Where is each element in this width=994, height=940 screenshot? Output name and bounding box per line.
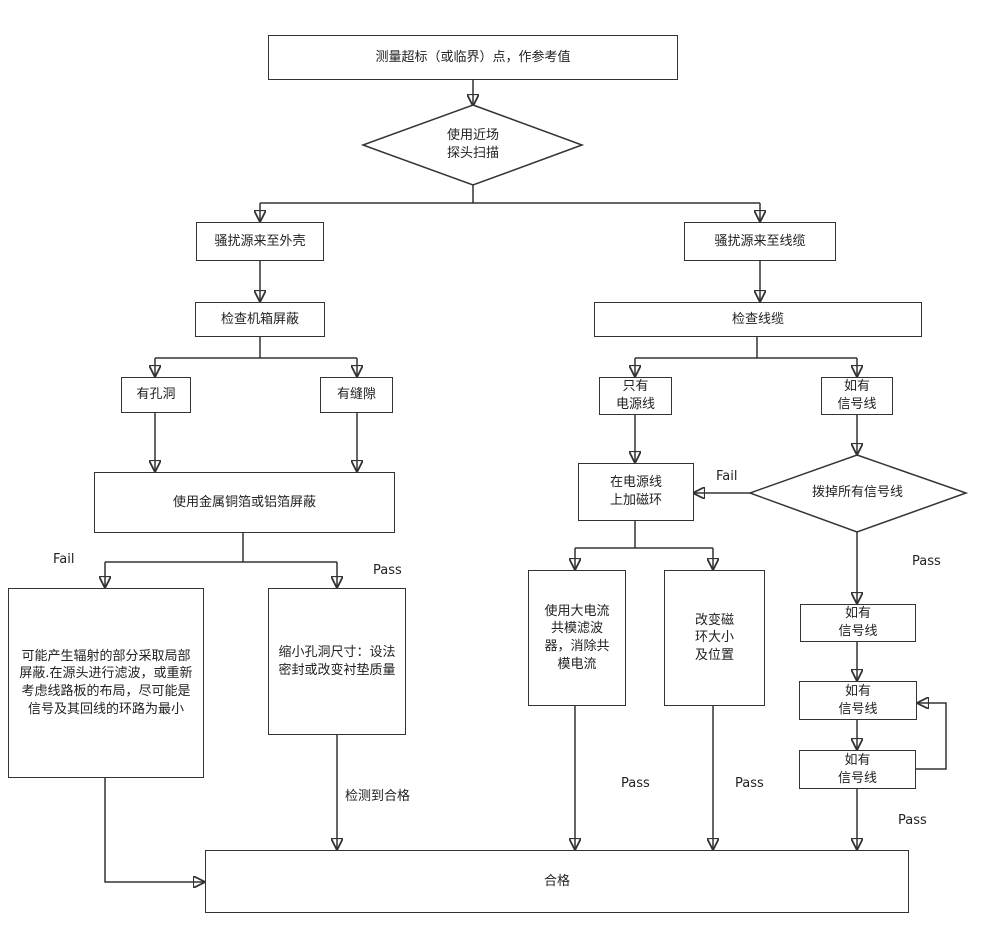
node-foil-shield: 使用金属铜箔或铝箔屏蔽	[94, 472, 395, 533]
unplug-signal-diamond	[747, 454, 969, 533]
node-shrink-hole-label: 缩小孔洞尺寸：设法 密封或改变衬垫质量	[278, 644, 396, 678]
label-fail-right: Fail	[716, 469, 738, 484]
node-only-power-label: 只有 电源线	[615, 379, 655, 412]
node-signal-1-label: 如有 信号线	[838, 606, 878, 639]
node-change-ferrite-label: 改变磁 环大小 及位置	[694, 612, 734, 663]
label-detected-pass: 检测到合格	[345, 789, 411, 804]
node-has-hole: 有孔洞	[121, 377, 191, 413]
node-pass-final-label: 合格	[543, 873, 570, 889]
node-check-cable-label: 检查线缆	[731, 311, 784, 327]
node-signal-3-label: 如有 信号线	[837, 752, 877, 786]
label-fail-left: Fail	[53, 552, 75, 567]
node-src-case: 骚扰源来至外壳	[196, 222, 324, 261]
node-signal-2: 如有 信号线	[799, 681, 917, 720]
node-cm-filter: 使用大电流 共模滤波 器，消除共 模电流	[528, 570, 626, 706]
node-change-ferrite: 改变磁 环大小 及位置	[664, 570, 765, 706]
probe-scan-diamond	[360, 104, 585, 186]
node-has-gap: 有缝隙	[320, 377, 393, 413]
node-src-cable: 骚扰源来至线缆	[684, 222, 836, 261]
node-local-shield: 可能产生辐射的部分采取局部屏蔽.在源头进行滤波，或重新考虑线路板的布局，尽可能是…	[8, 588, 204, 778]
node-start-label: 测量超标（或临界）点，作参考值	[375, 49, 571, 65]
node-signal-2-label: 如有 信号线	[838, 683, 878, 717]
node-add-ferrite: 在电源线 上加磁环	[578, 463, 694, 521]
node-add-ferrite-label: 在电源线 上加磁环	[609, 475, 662, 508]
node-shrink-hole: 缩小孔洞尺寸：设法 密封或改变衬垫质量	[268, 588, 406, 735]
node-start: 测量超标（或临界）点，作参考值	[268, 35, 678, 80]
label-pass-ferrite: Pass	[735, 776, 764, 791]
node-has-hole-label: 有孔洞	[136, 387, 176, 403]
node-pass-final: 合格	[205, 850, 909, 913]
label-pass-right: Pass	[912, 554, 941, 569]
node-src-cable-label: 骚扰源来至线缆	[714, 233, 806, 249]
label-pass-signal: Pass	[898, 813, 927, 828]
label-pass-mid: Pass	[373, 563, 402, 578]
node-signal-1: 如有 信号线	[800, 604, 916, 642]
node-has-gap-label: 有缝隙	[336, 387, 376, 403]
node-has-signal: 如有 信号线	[821, 377, 893, 415]
node-only-power: 只有 电源线	[599, 377, 672, 415]
node-check-cable: 检查线缆	[594, 302, 922, 337]
node-signal-3: 如有 信号线	[799, 750, 916, 789]
node-cm-filter-label: 使用大电流 共模滤波 器，消除共 模电流	[544, 603, 610, 672]
node-src-case-label: 骚扰源来至外壳	[214, 233, 306, 249]
node-check-shield-label: 检查机箱屏蔽	[220, 311, 299, 327]
node-local-shield-label: 可能产生辐射的部分采取局部屏蔽.在源头进行滤波，或重新考虑线路板的布局，尽可能是…	[19, 648, 193, 717]
node-check-shield: 检查机箱屏蔽	[195, 302, 325, 337]
node-has-signal-label: 如有 信号线	[837, 379, 877, 412]
node-foil-shield-label: 使用金属铜箔或铝箔屏蔽	[172, 494, 316, 510]
label-pass-cm: Pass	[621, 776, 650, 791]
